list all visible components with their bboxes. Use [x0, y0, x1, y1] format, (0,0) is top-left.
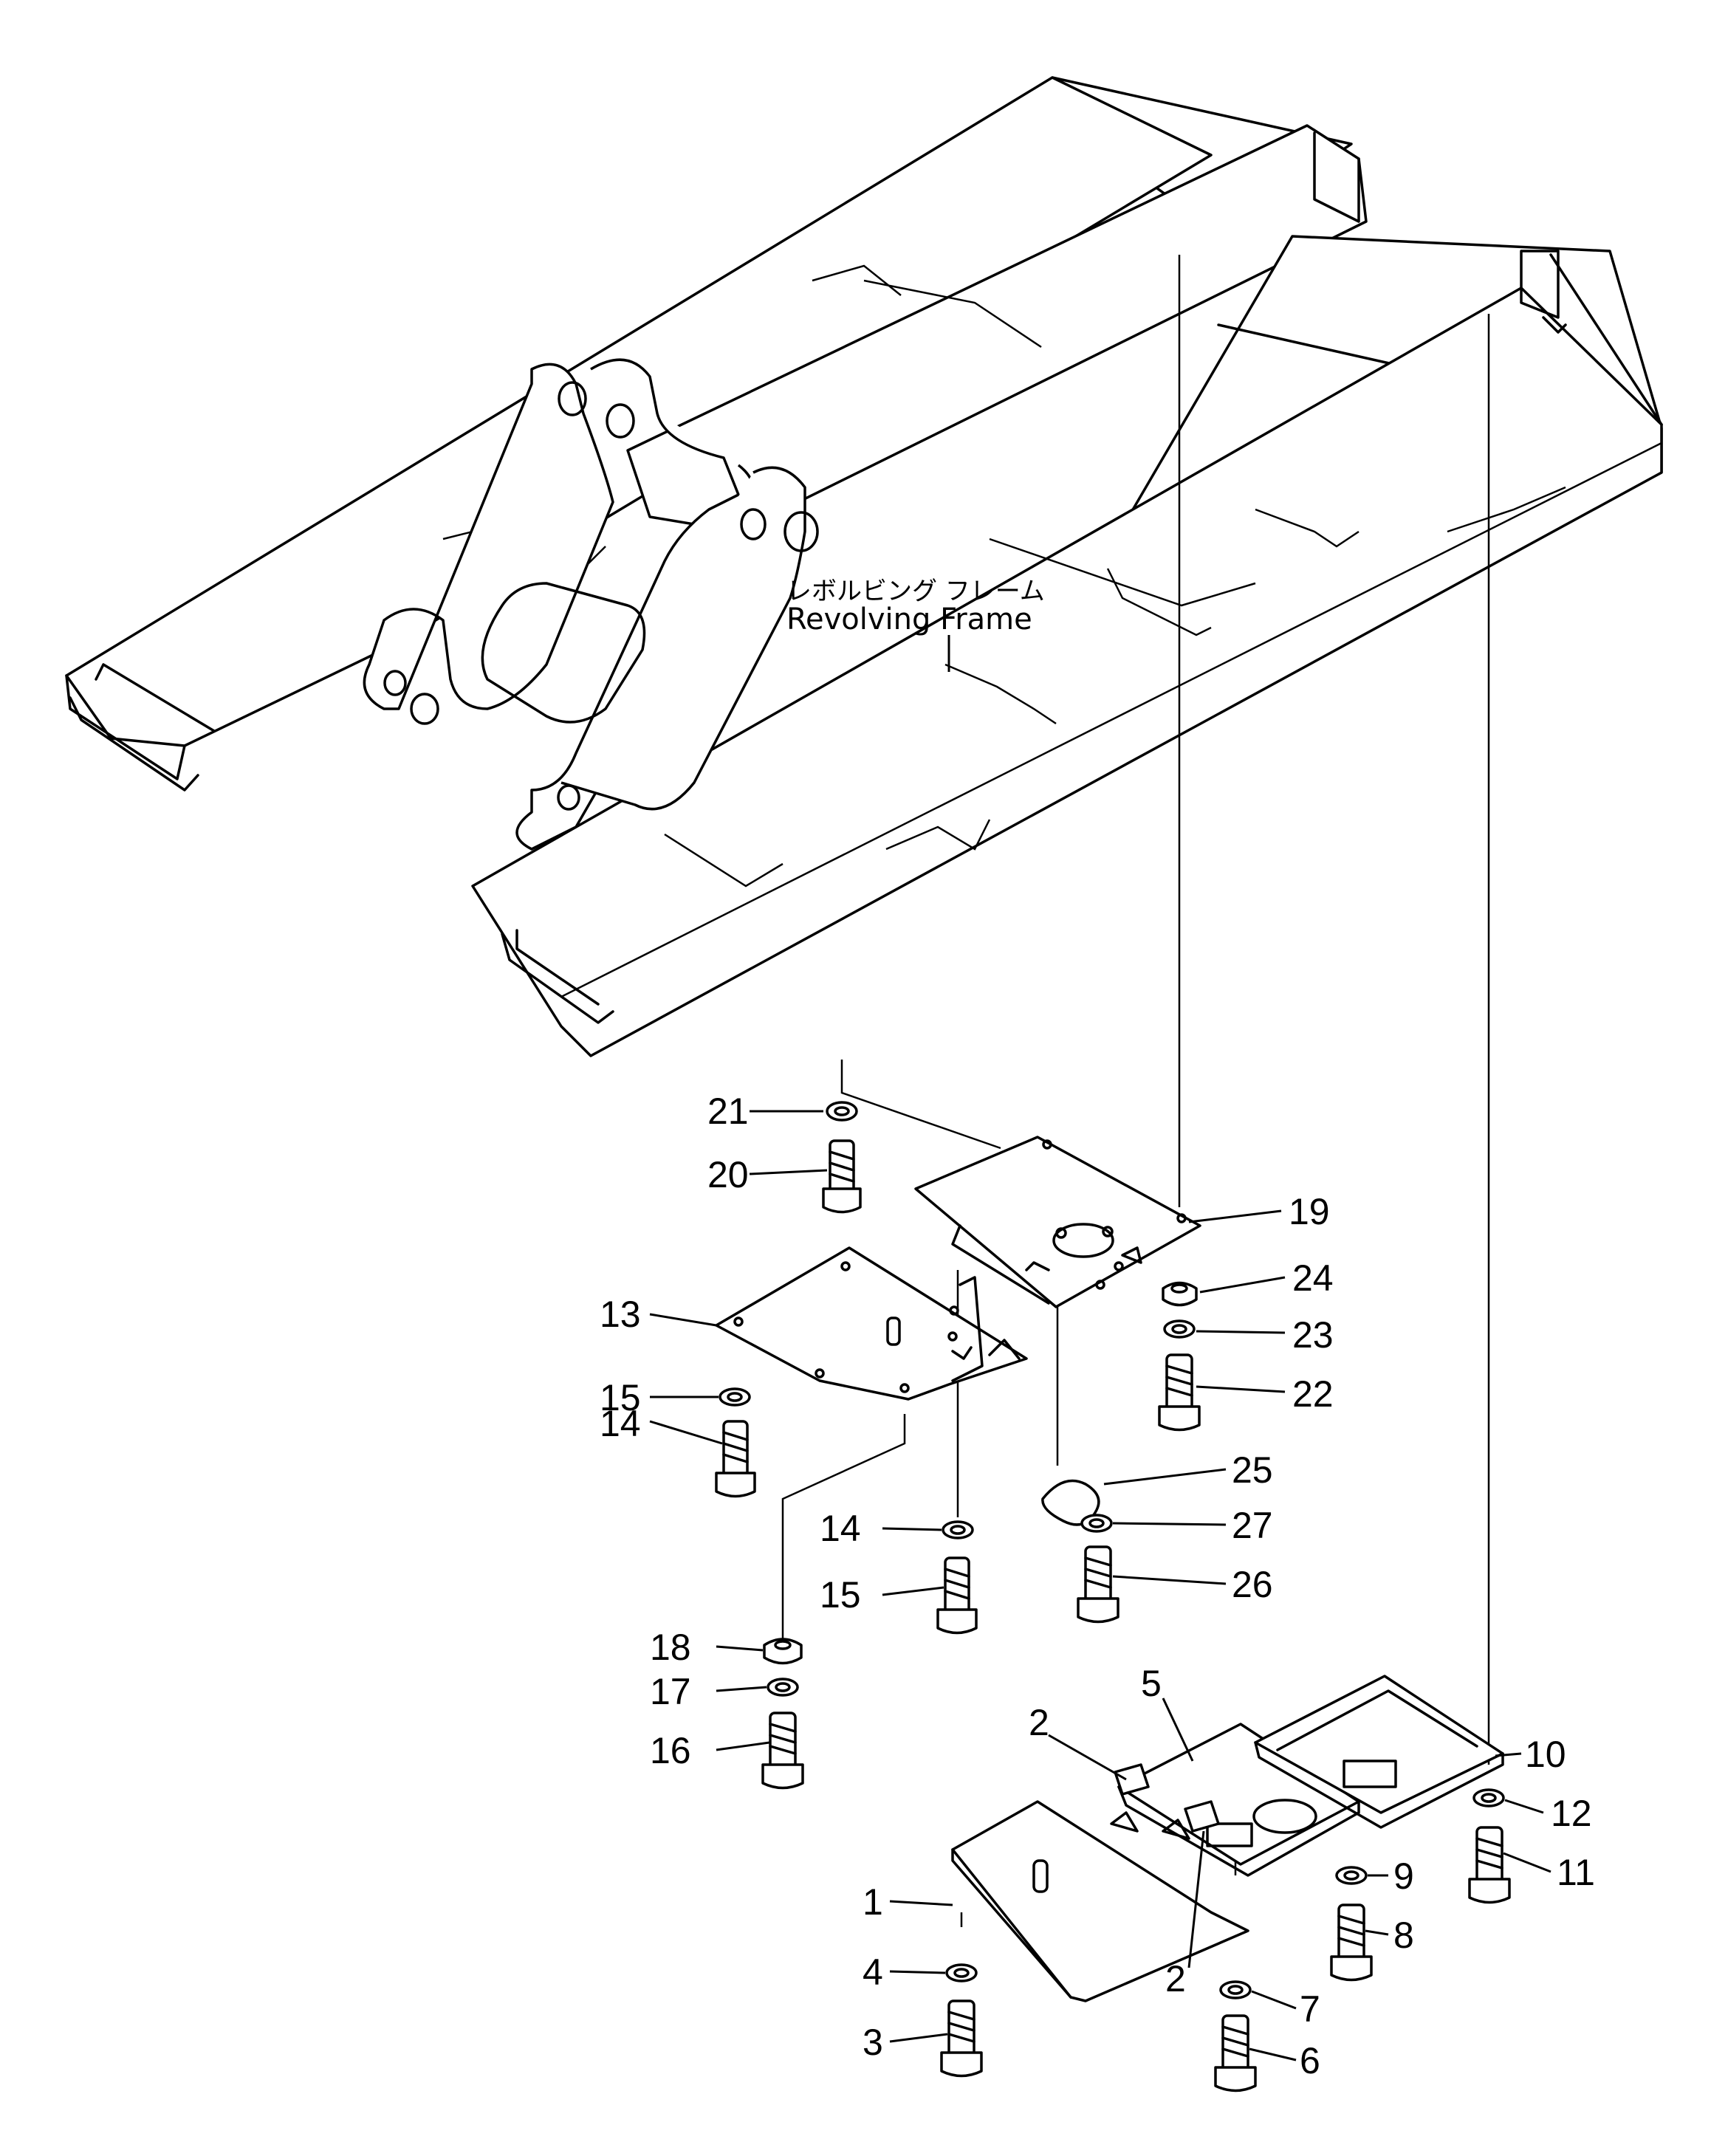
callout-14-left: 14	[600, 1403, 641, 1444]
cover-plate-13	[715, 1246, 1028, 1401]
callout-4: 4	[863, 1951, 883, 1993]
callout-24: 24	[1292, 1257, 1334, 1299]
callout-11: 11	[1557, 1852, 1595, 1893]
callouts: 21 20 19 24 23 22 13 15 14 14 15 25 27 2…	[600, 1091, 1595, 2081]
callout-8: 8	[1393, 1915, 1414, 1956]
callout-12: 12	[1551, 1793, 1592, 1834]
callout-1: 1	[863, 1881, 883, 1923]
callout-27: 27	[1232, 1505, 1273, 1546]
callout-14-center: 14	[820, 1508, 861, 1549]
callout-17: 17	[650, 1671, 691, 1712]
callout-5: 5	[1141, 1663, 1162, 1704]
callout-9: 9	[1393, 1855, 1414, 1897]
bolt-20	[822, 1139, 862, 1214]
fasteners	[715, 1101, 1511, 2093]
callout-20: 20	[707, 1154, 749, 1195]
callout-13: 13	[600, 1294, 641, 1335]
callout-19: 19	[1289, 1191, 1330, 1232]
callout-3: 3	[863, 2022, 883, 2063]
cover-plate-1	[951, 1800, 1249, 2002]
bolt-6	[1214, 2014, 1257, 2093]
callout-21: 21	[707, 1091, 749, 1132]
callout-18: 18	[650, 1627, 691, 1668]
callout-2-bottom: 2	[1165, 1958, 1186, 1999]
bolt-14-left	[715, 1420, 756, 1498]
bolt-11	[1468, 1826, 1511, 1904]
leader-lines	[649, 635, 1551, 2061]
bolt-26	[1077, 1545, 1119, 1624]
callout-6: 6	[1300, 2040, 1320, 2081]
callout-23: 23	[1292, 1314, 1334, 1356]
callout-25: 25	[1232, 1449, 1273, 1491]
cover-plate-5	[1110, 1723, 1360, 1877]
bolt-8	[1330, 1903, 1373, 1982]
callout-15-left: 15	[600, 1377, 641, 1418]
callout-15-center: 15	[820, 1574, 861, 1616]
callout-22: 22	[1292, 1373, 1334, 1415]
callout-26: 26	[1232, 1564, 1273, 1605]
bolt-15-center	[936, 1556, 978, 1635]
revolving-frame	[65, 76, 1663, 1057]
callout-16: 16	[650, 1730, 691, 1771]
bolt-22	[1158, 1353, 1201, 1432]
callout-2-top: 2	[1029, 1702, 1049, 1743]
bolt-16	[761, 1712, 804, 1790]
callout-7: 7	[1300, 1988, 1320, 2030]
bolt-3	[940, 1999, 983, 2078]
frame-label-japanese: レボルビング フレーム	[786, 577, 1045, 606]
callout-10: 10	[1525, 1734, 1566, 1775]
cover-plate-10	[1254, 1675, 1504, 1829]
cover-plate-19	[914, 1136, 1201, 1308]
gasket-25	[1041, 1479, 1100, 1526]
frame-label-english: Revolving Frame	[786, 602, 1032, 636]
